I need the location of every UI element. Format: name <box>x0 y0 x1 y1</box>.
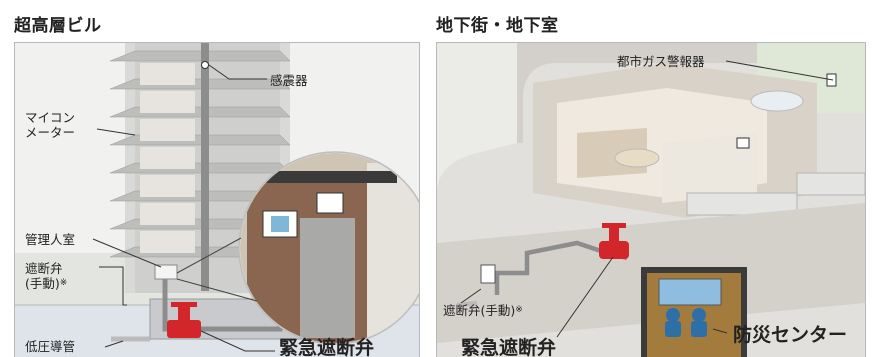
right-panel-title: 地下街・地下室 <box>436 16 559 36</box>
microcomputer-meter-label-line1: マイコン <box>25 110 76 125</box>
note-mark: ※ <box>59 278 68 288</box>
shutoff-valve-manual-label-right: 遮断弁(手動)※ <box>443 303 523 318</box>
disaster-center-label: 防災センター <box>733 324 848 346</box>
high-rise-illustration: 感震器 マイコン メーター 管理人室 遮断弁 (手動)※ 低圧導管 緊急遮断弁 <box>14 42 420 357</box>
emergency-shutoff-valve-label-left: 緊急遮断弁 <box>279 337 375 357</box>
microcomputer-meter-label-line2: メーター <box>25 125 76 140</box>
low-pressure-pipe-label: 低圧導管 <box>25 339 76 354</box>
shutoff-valve-manual-label-line1: 遮断弁 <box>25 261 63 276</box>
emergency-shutoff-valve-right <box>599 223 629 259</box>
seismometer-label: 感震器 <box>270 73 308 88</box>
underground-illustration: 都市ガス警報器 遮断弁(手動)※ 緊急遮断弁 防災センター <box>436 42 866 357</box>
note-mark-right: ※ <box>515 305 523 315</box>
emergency-shutoff-valve-left <box>167 302 201 338</box>
shutoff-valve-manual-label-line2: (手動)※ <box>25 276 68 291</box>
management-room-label: 管理人室 <box>25 232 76 247</box>
emergency-shutoff-valve-label-right: 緊急遮断弁 <box>461 337 557 357</box>
left-panel-title: 超高層ビル <box>14 16 102 36</box>
zoom-detail-circle <box>238 151 419 345</box>
underground-drawing <box>437 43 865 357</box>
high-rise-drawing <box>15 43 419 357</box>
gas-alarm-label: 都市ガス警報器 <box>617 54 705 69</box>
